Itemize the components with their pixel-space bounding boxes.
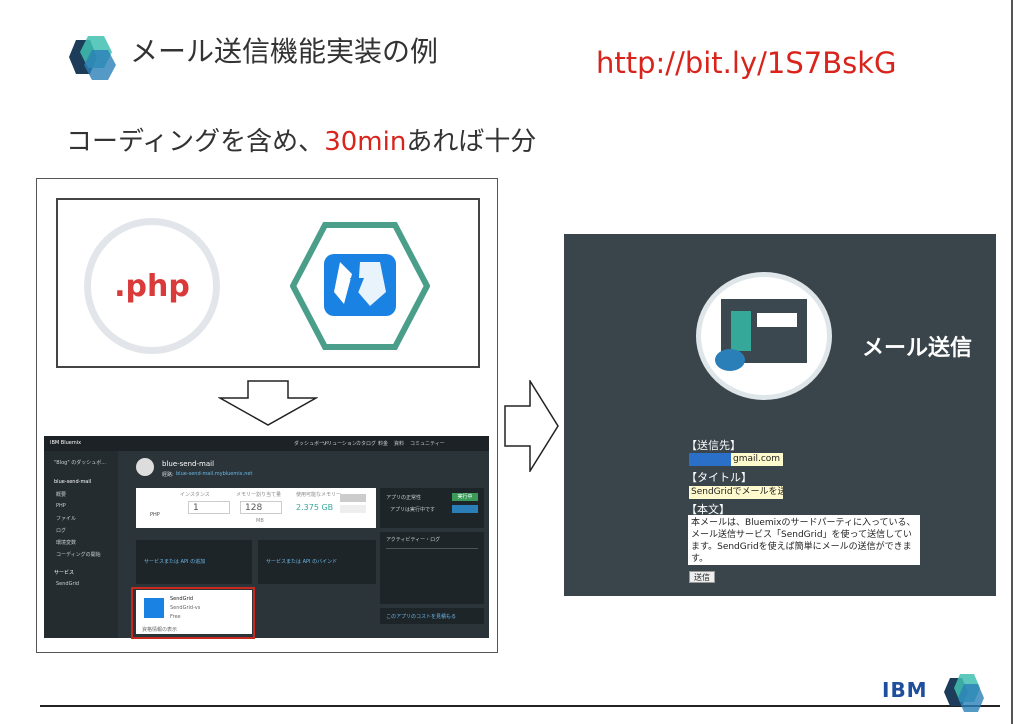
status-card: アプリの正常性 アプリは実行中です 実行中 [380,488,484,528]
app-route-link[interactable]: blue-send-mail.mybluemix.net [176,471,253,477]
dashboard-sidebar: "Blog" のダッシュボ... blue-send-mail 概要 PHP フ… [44,451,118,638]
down-arrow-icon [218,380,318,426]
add-service-card[interactable]: サービスまたは API の追加 [136,540,252,584]
nav-solutions[interactable]: ソリューション [322,441,357,447]
sidebar-item-sendgrid[interactable]: SendGrid [56,581,80,587]
logos-box [56,198,480,368]
to-input[interactable]: gmail.com [731,453,783,466]
nav-docs[interactable]: 資料 [394,441,405,447]
sendgrid-highlight-box [131,587,255,639]
memory-label: メモリー割り当て量 [236,492,282,498]
stop-button[interactable] [452,505,478,513]
status-badge: 実行中 [452,493,478,501]
memory-unit: MB [256,518,264,524]
to-label: 【送信先】 [686,439,741,452]
sendgrid-card-name: SendGrid [170,596,194,602]
send-button[interactable]: 送信 [689,571,715,583]
bluemix-logo-icon [69,36,116,80]
bind-service-card[interactable]: サービスまたは API のバインド [258,540,376,584]
cost-estimate-link[interactable]: このアプリのコストを見積もる [386,614,457,620]
app-title: blue-send-mail [162,460,215,468]
space-select[interactable]: "Blog" のダッシュボ... [54,460,107,466]
save-button[interactable] [340,494,366,502]
app-route-label: 経路: [162,472,174,478]
instances-input[interactable]: 1 [188,501,230,514]
subtitle: コーディングを含め、30minあれば十分 [66,121,536,158]
short-url-link[interactable]: http://bit.ly/1S7BskG [596,46,897,80]
footer-rule [40,705,1000,707]
sendgrid-card-icon [144,598,164,618]
instances-label: インスタンス [180,492,210,498]
sidebar-item-files[interactable]: ファイル [56,516,77,522]
brand-label: IBM Bluemix [50,440,82,446]
right-arrow-icon [504,380,559,472]
activity-log-card: アクティビティー・ログ [380,532,484,604]
sidebar-services-heading: サービス [54,570,75,576]
sidebar-item-php[interactable]: PHP [56,503,66,509]
sidebar-item-env[interactable]: 環境変数 [56,540,77,546]
sendgrid-service-card[interactable]: SendGrid SendGrid-vs Free 資格情報の表示 [136,590,252,634]
nav-catalog[interactable]: カタログ [356,441,377,447]
sendgrid-card-footer[interactable]: 資格情報の表示 [142,627,178,633]
sidebar-item-start-coding[interactable]: コーディングの開始 [56,552,101,558]
nav-dashboard[interactable]: ダッシュボード [294,441,330,447]
body-textarea[interactable]: 本メールは、Bluemixのサードパーティに入っている、メール送信サービス「Se… [688,515,920,565]
page-title: メール送信機能実装の例 [130,35,439,68]
bluemix-footer-logo-icon [944,674,984,712]
mail-app-sidebar [731,311,751,351]
activity-log-label: アクティビティー・ログ [386,537,441,543]
cloud-icon [715,349,745,371]
status-text: アプリは実行中です [390,507,436,513]
reset-button[interactable] [340,505,366,513]
sendgrid-logo-icon [290,222,430,350]
mail-app-card [757,313,797,327]
cost-estimate-card[interactable]: このアプリのコストを見積もる [380,608,484,624]
sidebar-app-name[interactable]: blue-send-mail [54,479,92,485]
mail-app-icon [696,272,832,400]
nav-community[interactable]: コミュニティー [410,441,445,447]
subtitle-prefix: コーディングを含め、 [66,127,325,157]
slide-edge-line [1011,0,1013,724]
ibm-wordmark: IBM [882,678,928,702]
runtime-label: PHP [150,512,160,518]
redacted-email-block [689,453,731,466]
nav-pricing[interactable]: 料金 [378,441,389,447]
mail-send-heading: メール送信 [862,336,973,361]
bluemix-dashboard: IBM Bluemix ダッシュボード ソリューション カタログ 料金 資料 コ… [44,436,489,638]
add-service-label[interactable]: サービスまたは API の追加 [144,559,206,565]
status-label: アプリの正常性 [386,495,422,501]
body-label: 【本文】 [686,503,730,516]
subtitle-suffix: あれば十分 [406,127,537,157]
bind-service-label[interactable]: サービスまたは API のバインド [266,559,338,565]
subject-label: 【タイトル】 [686,471,752,484]
sidebar-item-logs[interactable]: ログ [56,528,67,534]
subtitle-highlight: 30min [324,127,407,157]
sendgrid-card-tier: Free [170,614,181,620]
sidebar-item-overview[interactable]: 概要 [56,492,67,498]
activity-divider [386,548,478,549]
php-label: .php [114,268,190,304]
free-memory-value: 2.375 GB [296,503,334,512]
free-memory-label: 使用可能なメモリー [296,492,342,498]
sendgrid-card-plan: SendGrid-vs [170,605,201,611]
runtime-card: PHP インスタンス 1 メモリー割り当て量 128 MB 使用可能なメモリー … [136,488,376,528]
app-avatar [136,458,154,476]
left-frame [36,178,498,653]
php-logo-icon: .php [84,218,220,354]
subject-input[interactable]: SendGridでメールを送りま [689,486,783,499]
memory-input[interactable]: 128 [240,501,282,514]
dashboard-topbar: IBM Bluemix ダッシュボード ソリューション カタログ 料金 資料 コ… [44,436,489,451]
